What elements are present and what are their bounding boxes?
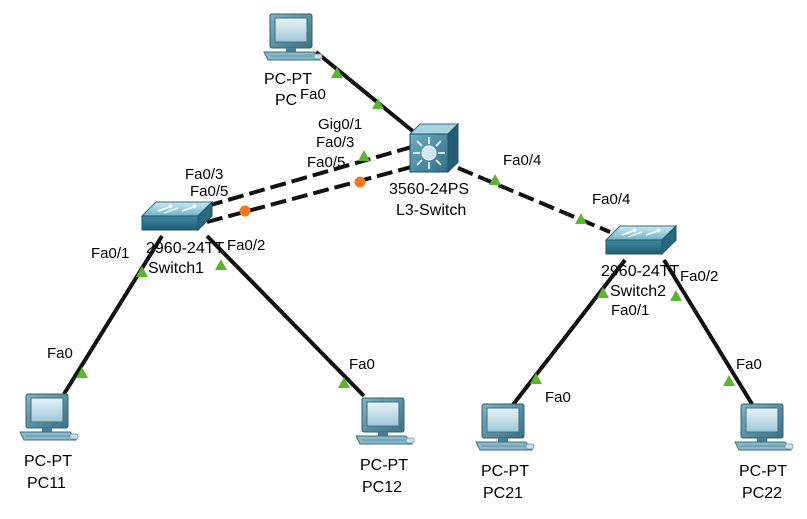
multilayer-switch-icon <box>408 122 460 174</box>
pc-top-type-label: PC-PT <box>264 71 312 88</box>
port-label-pc21-fa0: Fa0 <box>545 389 571 406</box>
port-label-sw2-fa04: Fa0/4 <box>592 191 630 208</box>
pc22-name-label: PC22 <box>742 485 782 502</box>
port-label-l3-fa04: Fa0/4 <box>503 152 541 169</box>
l3-switch-type-label: 3560-24PS <box>389 181 469 198</box>
link-up-marker <box>597 287 609 298</box>
link-sw2-pc22 <box>662 258 754 406</box>
link-up-marker <box>372 98 384 109</box>
link-up-marker <box>530 373 542 384</box>
switch2-type-label: 2960-24TT <box>601 263 679 280</box>
pc12-name-label: PC12 <box>362 479 402 496</box>
port-label-sw2-fa01: Fa0/1 <box>611 302 649 319</box>
switch2-name-label: Switch2 <box>610 283 666 300</box>
switch1-device[interactable] <box>141 201 213 231</box>
pc-top-device[interactable] <box>263 13 323 61</box>
pc21-device[interactable] <box>475 403 535 451</box>
desktop-pc-icon <box>734 403 794 451</box>
port-label-pc11-fa0: Fa0 <box>47 345 73 362</box>
link-sw1-pc11 <box>62 234 164 396</box>
switch1-type-label: 2960-24TT <box>146 240 224 257</box>
link-up-marker <box>331 67 343 78</box>
port-label-sw2-fa02: Fa0/2 <box>680 268 718 285</box>
link-up-marker <box>358 150 370 161</box>
desktop-pc-icon <box>19 393 79 441</box>
pc12-device[interactable] <box>355 397 415 445</box>
port-label-pc22-fa0: Fa0 <box>736 356 762 373</box>
desktop-pc-icon <box>355 397 415 445</box>
pc21-type-label: PC-PT <box>481 463 529 480</box>
switch2-device[interactable] <box>605 225 677 255</box>
link-up-marker <box>489 174 501 185</box>
link-up-marker <box>670 290 682 301</box>
desktop-pc-icon <box>475 403 535 451</box>
workgroup-switch-icon <box>141 201 213 231</box>
pc11-device[interactable] <box>19 393 79 441</box>
port-label-l3-fa03: Fa0/3 <box>316 134 354 151</box>
l3-switch-device[interactable] <box>408 122 460 174</box>
l3-switch-name-label: L3-Switch <box>396 202 466 219</box>
port-label-pc-top-fa0: Fa0 <box>300 86 326 103</box>
link-pc-l3 <box>314 50 417 135</box>
link-up-marker <box>723 375 735 386</box>
link-up-marker <box>338 377 350 388</box>
pc-top-name-label: PC <box>275 92 297 109</box>
pc11-type-label: PC-PT <box>24 453 72 470</box>
pc22-device[interactable] <box>734 403 794 451</box>
link-sw1-pc12 <box>205 234 366 398</box>
link-sw1-l3-fa03 <box>206 144 416 208</box>
port-label-sw1-fa02: Fa0/2 <box>227 237 265 254</box>
port-label-sw1-fa05: Fa0/5 <box>190 183 228 200</box>
link-up-marker <box>575 213 587 224</box>
port-label-pc12-fa0: Fa0 <box>349 356 375 373</box>
link-blocking-marker <box>239 205 251 217</box>
port-label-l3-fa05: Fa0/5 <box>307 154 345 171</box>
link-up-marker <box>136 266 148 277</box>
link-blocking-marker <box>354 176 366 188</box>
port-label-l3-gig01: Gig0/1 <box>318 116 362 133</box>
port-label-sw1-fa03: Fa0/3 <box>185 166 223 183</box>
link-sw1-l3-fa05 <box>206 164 416 224</box>
link-sw2-pc21 <box>510 258 627 408</box>
link-l3-sw2 <box>457 166 611 234</box>
switch1-name-label: Switch1 <box>148 260 204 277</box>
pc21-name-label: PC21 <box>483 485 523 502</box>
pc11-name-label: PC11 <box>27 475 66 492</box>
workgroup-switch-icon <box>605 225 677 255</box>
pc22-type-label: PC-PT <box>739 463 787 480</box>
desktop-pc-icon <box>263 13 323 61</box>
link-up-marker <box>76 367 88 378</box>
pc12-type-label: PC-PT <box>360 457 408 474</box>
link-up-marker <box>215 259 227 270</box>
port-label-sw1-fa01: Fa0/1 <box>91 245 129 262</box>
